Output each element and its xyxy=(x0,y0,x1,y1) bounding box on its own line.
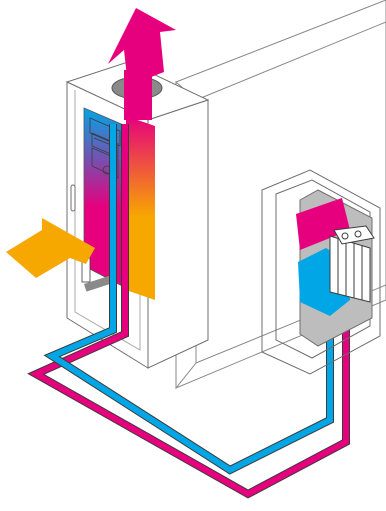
heat-exchanger-icon xyxy=(261,169,381,375)
unit-hot-section xyxy=(296,198,350,250)
pipe-hot xyxy=(29,124,349,498)
internal-air-column xyxy=(126,116,155,300)
unit-frame-inner xyxy=(275,179,371,359)
cabinet-right-face xyxy=(147,99,209,369)
unit-port-right xyxy=(354,230,362,238)
unit-manifold xyxy=(333,225,375,245)
intake-arrow-icon xyxy=(6,218,95,278)
unit-port-left xyxy=(341,232,349,240)
unit-frame-outer xyxy=(261,169,381,375)
unit-fins xyxy=(329,235,371,303)
exhaust-arrow-icon xyxy=(108,8,176,86)
door-handle xyxy=(70,184,76,212)
intake-duct-stub xyxy=(83,274,117,292)
pipe-loop xyxy=(27,124,350,499)
pipe-cool xyxy=(45,124,333,474)
server-cabinet xyxy=(65,61,210,369)
exhaust-duct xyxy=(111,70,163,120)
